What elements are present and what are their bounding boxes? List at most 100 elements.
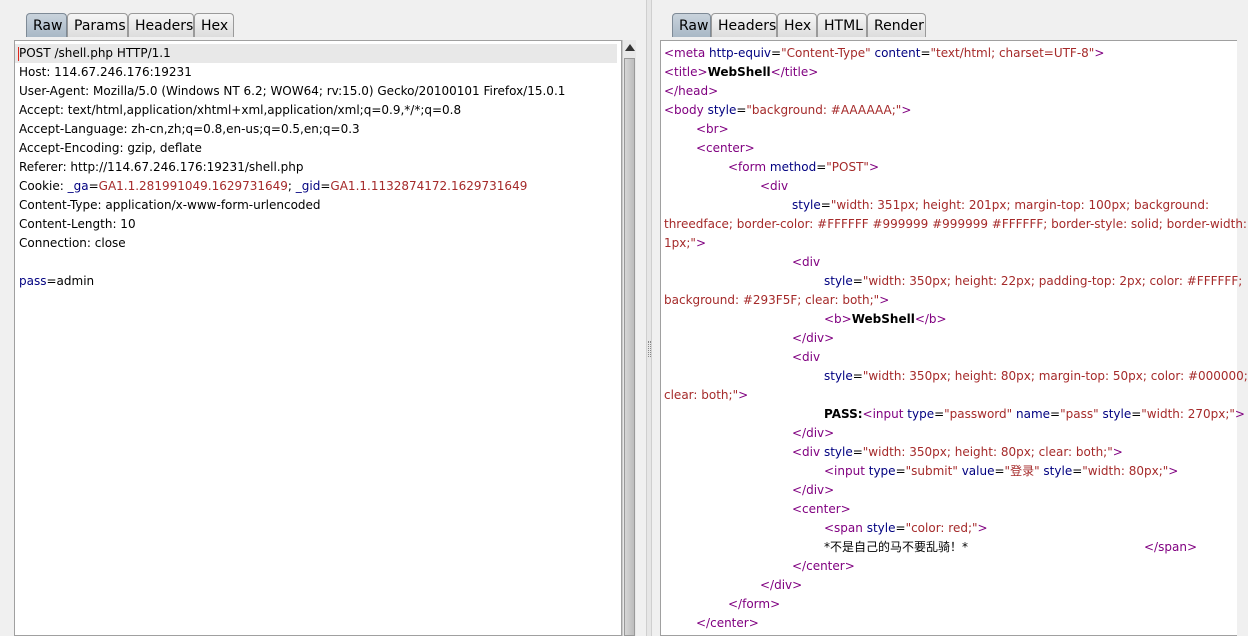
tag-token: > xyxy=(841,312,852,326)
response-line: background: #293F5F; clear: both;"> xyxy=(664,291,889,310)
attr-name: style xyxy=(1043,464,1073,478)
response-tab-html[interactable]: HTML xyxy=(817,13,867,37)
request-line-text: POST /shell.php HTTP/1.1 xyxy=(19,46,171,60)
tag-token: <center xyxy=(792,502,841,516)
pane-splitter[interactable] xyxy=(646,0,652,636)
text-node: *不是自己的马不要乱骑！* xyxy=(824,540,969,554)
tag-token: > xyxy=(697,65,708,79)
cookie-value: GA1.1.281991049.1629731649 xyxy=(98,179,288,193)
tag-token: > xyxy=(824,483,835,497)
response-line: </div> xyxy=(792,481,834,500)
response-line: </form> xyxy=(728,595,780,614)
response-line: <form method="POST"> xyxy=(728,158,879,177)
response-line: <center> xyxy=(696,139,755,158)
tag-token: > xyxy=(718,122,729,136)
splitter-grip-icon[interactable] xyxy=(648,341,651,357)
request-tab-params[interactable]: Params xyxy=(67,13,128,37)
response-line: *不是自己的马不要乱骑！* xyxy=(824,538,968,557)
request-tab-headers[interactable]: Headers xyxy=(128,13,194,37)
response-tab-hex[interactable]: Hex xyxy=(777,13,817,37)
tag-token: <input xyxy=(824,464,865,478)
attr-value: "pass" xyxy=(1060,407,1099,421)
tag-token: > xyxy=(1094,46,1105,60)
request-tab-hex[interactable]: Hex xyxy=(194,13,234,37)
tag-token: <div xyxy=(760,179,789,193)
attr-name: http-equiv xyxy=(709,46,772,60)
tag-token: > xyxy=(738,388,749,402)
request-line: Accept-Language: zh-cn,zh;q=0.8,en-us;q=… xyxy=(19,122,360,136)
tag-token: > xyxy=(824,426,835,440)
response-line: <div style="width: 350px; height: 80px; … xyxy=(792,443,1123,462)
scrollbar-thumb[interactable] xyxy=(624,58,635,636)
request-line: Host: 114.67.246.176:19231 xyxy=(19,65,192,79)
response-editor[interactable]: <meta http-equiv="Content-Type" content=… xyxy=(660,40,1248,636)
tag-token: > xyxy=(1234,407,1245,421)
text-node: WebShell xyxy=(707,65,771,79)
attr-value: "Content-Type" xyxy=(781,46,871,60)
response-tab-raw[interactable]: Raw xyxy=(672,13,711,37)
request-line: User-Agent: Mozilla/5.0 (Windows NT 6.2;… xyxy=(19,84,566,98)
tag-token: <form xyxy=(728,160,767,174)
tag-token: > xyxy=(695,236,706,250)
tag-token: > xyxy=(824,331,835,345)
tag-token: </div xyxy=(760,578,793,592)
tag-token: > xyxy=(808,65,819,79)
tag-token: </form xyxy=(728,597,771,611)
text-node: PASS: xyxy=(824,407,863,421)
attr-value: "color: red;" xyxy=(905,521,978,535)
punct: = xyxy=(1072,464,1083,478)
punct: = xyxy=(852,369,863,383)
punct: = xyxy=(920,46,931,60)
attr-value: "width: 350px; height: 80px; clear: both… xyxy=(862,445,1113,459)
punct: = xyxy=(895,464,906,478)
cookie-name: _gid xyxy=(295,179,321,193)
punct: = xyxy=(1050,407,1061,421)
attr-value: "width: 350px; height: 22px; padding-top… xyxy=(862,274,1243,288)
text-cursor xyxy=(18,47,19,61)
tag-token: </head xyxy=(664,84,709,98)
tag-token: <br xyxy=(696,122,719,136)
punct: = xyxy=(895,521,906,535)
response-line: </div> xyxy=(792,424,834,443)
response-line: <div xyxy=(760,177,788,196)
response-tab-headers[interactable]: Headers xyxy=(711,13,777,37)
tag-token: <center xyxy=(696,141,745,155)
request-scrollbar[interactable] xyxy=(622,40,636,636)
response-line: clear: both;"> xyxy=(664,386,748,405)
response-line: threedface; border-color: #FFFFFF #99999… xyxy=(664,215,1247,234)
attr-value: "submit" xyxy=(905,464,958,478)
attr-value: "password" xyxy=(944,407,1013,421)
attr-value: "text/html; charset=UTF-8" xyxy=(930,46,1095,60)
attr-name: content xyxy=(874,46,921,60)
request-editor[interactable]: POST /shell.php HTTP/1.1 Host: 114.67.24… xyxy=(14,40,622,636)
attr-name: value xyxy=(961,464,995,478)
scroll-up-arrow-icon[interactable] xyxy=(625,44,635,51)
tag-token: <body xyxy=(664,103,704,117)
attr-value: "POST" xyxy=(826,160,869,174)
tag-token: <input xyxy=(862,407,904,421)
response-line: <br> xyxy=(696,120,729,139)
attr-value: "background: #AAAAAA;" xyxy=(746,103,902,117)
response-line: <div xyxy=(792,253,820,272)
tag-token: > xyxy=(1186,540,1197,554)
tag-token: </div xyxy=(792,426,825,440)
attr-value: clear: both; xyxy=(664,388,733,402)
request-line: Content-Length: 10 xyxy=(19,217,136,231)
attr-value: "width: 80px;" xyxy=(1082,464,1169,478)
attr-value: 1px; xyxy=(664,236,691,250)
response-line: style="width: 351px; height: 201px; marg… xyxy=(792,196,1209,215)
request-tab-raw[interactable]: Raw xyxy=(26,13,67,37)
punct: = xyxy=(994,464,1005,478)
attr-name: method xyxy=(769,160,817,174)
response-line: 1px;"> xyxy=(664,234,706,253)
attr-value: "width: 351px; height: 201px; margin-top… xyxy=(830,198,1210,212)
punct: = xyxy=(88,179,99,193)
request-line: Cookie: _ga=GA1.1.281991049.1629731649; … xyxy=(19,177,527,196)
tag-token: <b xyxy=(824,312,842,326)
request-line: Connection: close xyxy=(19,236,126,250)
tag-token: > xyxy=(748,616,759,630)
response-tab-render[interactable]: Render xyxy=(867,13,926,37)
header-name: Cookie: xyxy=(19,179,68,193)
response-line: </head> xyxy=(664,82,718,101)
tag-token: > xyxy=(1112,445,1123,459)
